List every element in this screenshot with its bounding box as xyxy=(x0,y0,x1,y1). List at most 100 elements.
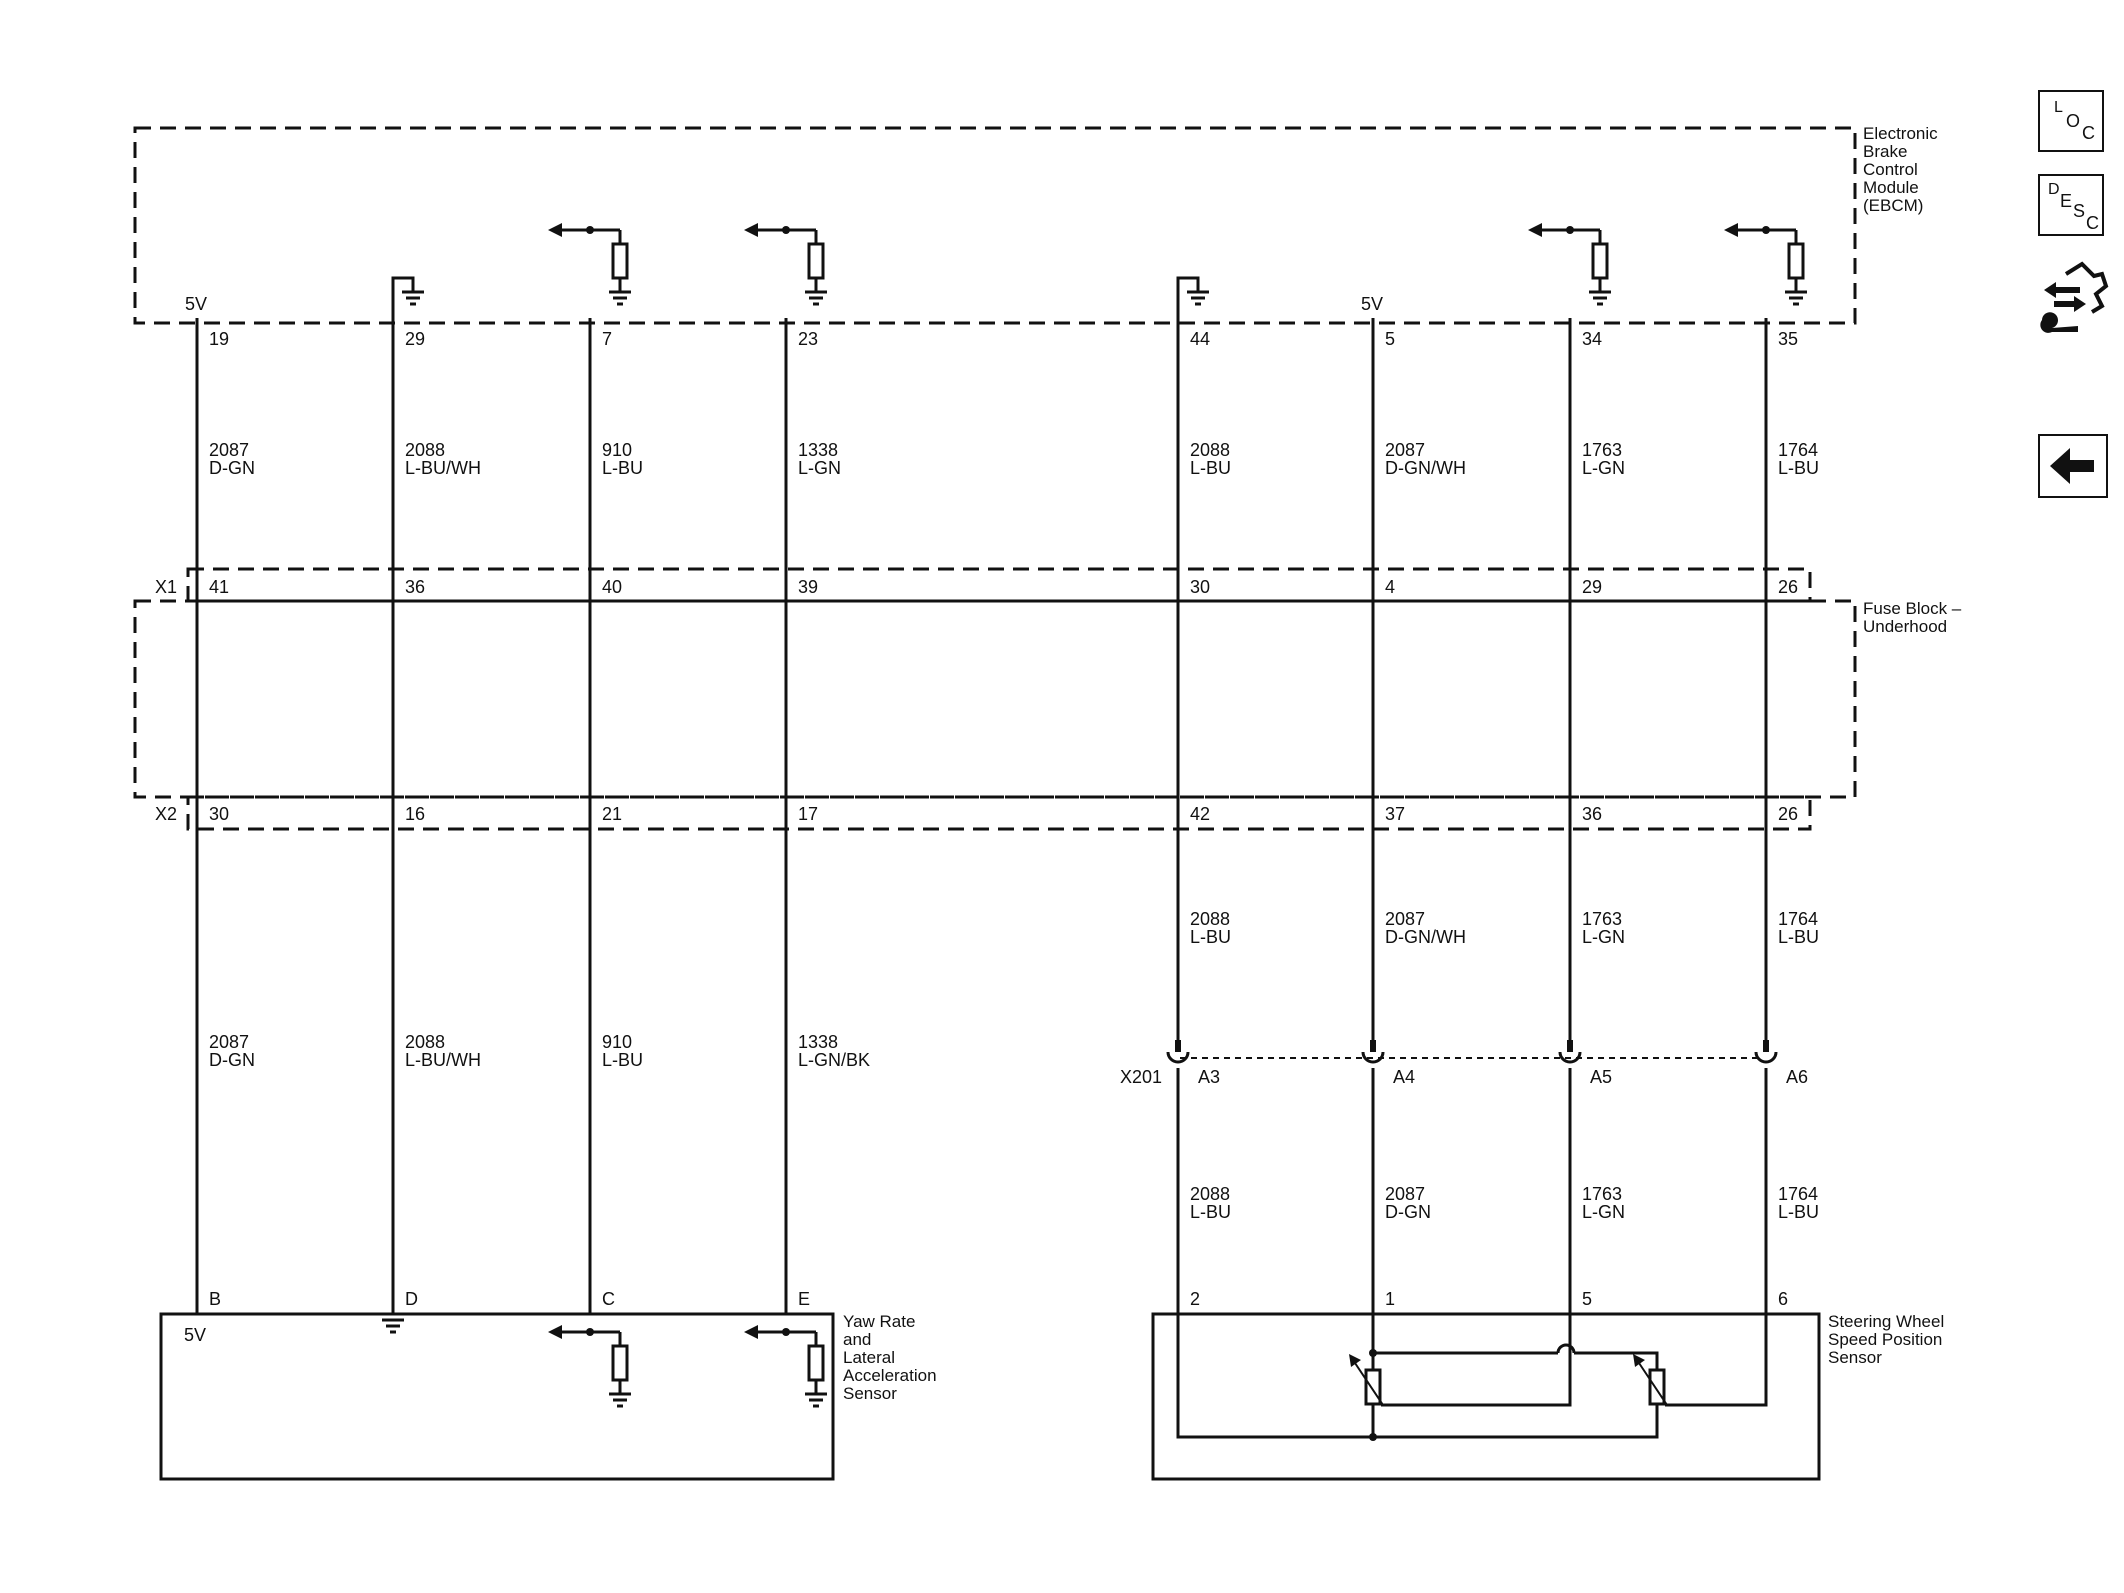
x201-pin-A6 xyxy=(1754,1051,1778,1064)
x1-pin-label: 26 xyxy=(1778,577,1798,597)
description-button[interactable]: D E S C xyxy=(2038,174,2104,236)
ebcm-pin-label: 29 xyxy=(405,329,425,349)
wire-color: L-BU/WH xyxy=(405,458,481,478)
x1-pin-label: 30 xyxy=(1190,577,1210,597)
x1-label: X1 xyxy=(155,577,177,597)
x1-pin-label: 4 xyxy=(1385,577,1395,597)
fuse-block-label: Fuse Block – Underhood xyxy=(1863,599,1966,636)
yaw-signal-output-e xyxy=(744,1325,827,1408)
back-button[interactable] xyxy=(2038,434,2108,498)
ebcm-ground-0 xyxy=(391,276,424,318)
x201-pin-A4 xyxy=(1361,1051,1385,1064)
x2-pin-label: 21 xyxy=(602,804,622,824)
wire-color: L-BU xyxy=(1190,927,1231,947)
left-arrow-icon xyxy=(2050,448,2094,484)
wire-color: D-GN xyxy=(1385,1202,1431,1222)
wire-color: L-GN xyxy=(798,458,841,478)
wire-color: D-GN/WH xyxy=(1385,927,1466,947)
x2-pin-label: 36 xyxy=(1582,804,1602,824)
circuit-number: 2088 xyxy=(1190,909,1230,929)
wire-color: L-GN xyxy=(1582,927,1625,947)
wire-color: L-BU xyxy=(1778,458,1819,478)
x1-pin-label: 41 xyxy=(209,577,229,597)
ebcm-voltage-label: 5V xyxy=(185,294,207,314)
circuit-number: 1764 xyxy=(1778,440,1818,460)
wire-color: D-GN/WH xyxy=(1385,458,1466,478)
ebcm-pin-label: 34 xyxy=(1582,329,1602,349)
yaw-signal-output-c xyxy=(548,1325,631,1408)
x2-pin-label: 17 xyxy=(798,804,818,824)
circuit-number: 910 xyxy=(602,440,632,460)
sensor-pin-label: E xyxy=(798,1289,810,1309)
circuit-labels: 195V2087D-GN41302087D-GNB292088L-BU/WH36… xyxy=(185,294,1819,1309)
ebcm-box xyxy=(133,126,1857,325)
x201-pin-label: A3 xyxy=(1198,1067,1220,1087)
steering-potentiometer-2 xyxy=(1633,1354,1668,1406)
loc-sub: C xyxy=(2082,123,2095,143)
wire-color: L-GN/BK xyxy=(798,1050,870,1070)
desc-sub2: C xyxy=(2086,213,2099,233)
x201-label: X201 xyxy=(1120,1067,1162,1087)
location-button[interactable]: L O C xyxy=(2038,90,2104,152)
x2-pin-label: 42 xyxy=(1190,804,1210,824)
yaw-sensor-label: Yaw Rate and Lateral Acceleration Sensor xyxy=(843,1312,941,1403)
sensor-pin-label: 5 xyxy=(1582,1289,1592,1309)
loc-main: O xyxy=(2066,111,2081,131)
wire-color: D-GN xyxy=(209,1050,255,1070)
x2-label: X2 xyxy=(155,804,177,824)
ebcm-internals xyxy=(391,223,1807,318)
circuit-number: 910 xyxy=(602,1032,632,1052)
circuit-number: 1763 xyxy=(1582,440,1622,460)
circuit-number: 1763 xyxy=(1582,1184,1622,1204)
yaw-sensor-voltage: 5V xyxy=(184,1325,206,1345)
loc-sup: L xyxy=(2054,99,2063,116)
steering-sensor-label: Steering Wheel Speed Position Sensor xyxy=(1828,1312,1949,1367)
circuit-number: 1763 xyxy=(1582,909,1622,929)
sensor-pin-label: D xyxy=(405,1289,418,1309)
sensor-pin-label: C xyxy=(602,1289,615,1309)
x201-pins xyxy=(1166,1040,1778,1064)
ebcm-signal-output-35 xyxy=(1724,223,1807,306)
circuit-number: 1764 xyxy=(1778,1184,1818,1204)
ebcm-pin-label: 35 xyxy=(1778,329,1798,349)
wire-color: L-BU xyxy=(602,1050,643,1070)
x2-pin-label: 16 xyxy=(405,804,425,824)
wire-color: L-GN xyxy=(1582,1202,1625,1222)
circuit-number: 2088 xyxy=(1190,440,1230,460)
circuit-number: 1338 xyxy=(798,440,838,460)
steering-sensor-box xyxy=(1151,1312,1821,1481)
ebcm-label: Electronic Brake Control Module (EBCM) xyxy=(1863,124,1942,215)
x201-pin-label: A4 xyxy=(1393,1067,1415,1087)
steering-sensor-circuit xyxy=(1176,1314,1768,1441)
x201-pin-A5 xyxy=(1558,1051,1582,1064)
circuit-number: 2087 xyxy=(1385,440,1425,460)
wire-color: L-BU xyxy=(1778,927,1819,947)
x201-pin-label: A6 xyxy=(1786,1067,1808,1087)
circuit-number: 2087 xyxy=(209,440,249,460)
sensor-pin-label: 1 xyxy=(1385,1289,1395,1309)
sensor-internals xyxy=(382,1314,1768,1441)
ebcm-pin-label: 19 xyxy=(209,329,229,349)
x1-pin-label: 36 xyxy=(405,577,425,597)
ebcm-voltage-label: 5V xyxy=(1361,294,1383,314)
connector-wrench-button[interactable] xyxy=(2036,254,2112,338)
sensor-pin-label: B xyxy=(209,1289,221,1309)
connector-wrench-icon xyxy=(2040,261,2109,333)
x2-pin-label: 30 xyxy=(209,804,229,824)
x2-pin-label: 26 xyxy=(1778,804,1798,824)
steering-potentiometer-1 xyxy=(1349,1354,1384,1406)
circuit-number: 2087 xyxy=(1385,909,1425,929)
yaw-sensor-ground xyxy=(382,1318,404,1334)
ebcm-signal-output-23 xyxy=(744,223,827,306)
wire-color: L-BU xyxy=(1190,1202,1231,1222)
ebcm-pin-label: 5 xyxy=(1385,329,1395,349)
circuit-number: 2088 xyxy=(1190,1184,1230,1204)
x1-connector-box xyxy=(186,567,1812,603)
circuit-number: 2088 xyxy=(405,1032,445,1052)
yaw-sensor-box xyxy=(159,1312,835,1481)
ebcm-pin-label: 7 xyxy=(602,329,612,349)
circuit-number: 1764 xyxy=(1778,909,1818,929)
wire-color: L-BU xyxy=(602,458,643,478)
circuit-number: 2087 xyxy=(1385,1184,1425,1204)
